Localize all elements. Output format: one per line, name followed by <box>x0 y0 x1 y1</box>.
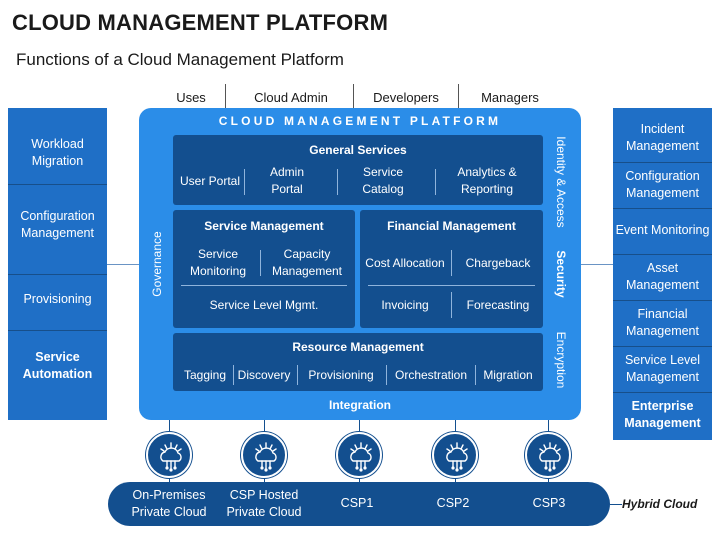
separator <box>435 169 436 195</box>
left-divider <box>8 330 107 331</box>
right-divider <box>613 254 712 255</box>
cloud-on-premises: On-Premises Private Cloud <box>131 487 207 520</box>
cost-allocation: Cost Allocation <box>365 255 445 270</box>
separator <box>368 285 535 286</box>
forecasting: Forecasting <box>466 297 530 312</box>
cloud-connector <box>548 478 549 484</box>
invoicing: Invoicing <box>381 297 429 312</box>
separator <box>451 292 452 318</box>
resource-management-title: Resource Management <box>292 340 424 354</box>
right-divider <box>613 162 712 163</box>
cloud-csp2: CSP2 <box>436 496 470 511</box>
right-connector <box>581 264 613 265</box>
hybrid-cloud-label: Hybrid Cloud <box>622 497 698 511</box>
right-divider <box>613 392 712 393</box>
left-item-configuration-management: Configuration Management <box>20 208 95 241</box>
cloud-deployment-bar <box>108 482 610 526</box>
right-divider <box>613 300 712 301</box>
separator <box>386 365 387 385</box>
user-separator <box>353 84 354 108</box>
right-function-column: Incident Management Configuration Manage… <box>613 108 712 440</box>
user-developers: Developers <box>373 89 439 105</box>
service-catalog: Service Catalog <box>362 165 404 196</box>
separator <box>181 285 347 286</box>
right-item-service-level-management: Service Level Management <box>624 352 701 385</box>
provisioning: Provisioning <box>308 367 374 382</box>
separator <box>244 169 245 195</box>
cloud-connector <box>548 420 549 432</box>
analytics-reporting: Analytics & Reporting <box>457 165 517 196</box>
user-uses: Uses <box>176 89 206 105</box>
right-item-incident-management: Incident Management <box>626 121 699 154</box>
left-item-provisioning: Provisioning <box>23 292 92 307</box>
cloud-connector <box>455 478 456 484</box>
cloud-network-icon <box>525 432 571 478</box>
separator <box>337 169 338 195</box>
service-management-title: Service Management <box>204 219 324 233</box>
cloud-connector <box>264 420 265 432</box>
user-managers: Managers <box>481 89 539 105</box>
chargeback: Chargeback <box>465 255 531 270</box>
encryption-label: Encryption <box>554 331 568 389</box>
right-item-asset-management: Asset Management <box>626 260 699 293</box>
separator <box>451 250 452 276</box>
hybrid-connector <box>610 504 622 505</box>
capacity-management: Capacity Management <box>271 247 343 278</box>
discovery: Discovery <box>237 367 291 382</box>
cloud-connector <box>359 420 360 432</box>
cloud-network-icon <box>146 432 192 478</box>
tagging: Tagging <box>183 367 227 382</box>
page-subtitle: Functions of a Cloud Management Platform <box>16 50 344 69</box>
separator <box>475 365 476 385</box>
cloud-connector <box>359 478 360 484</box>
user-separator <box>458 84 459 108</box>
migration: Migration <box>483 367 533 382</box>
general-services-panel: General Services User Portal Admin Porta… <box>173 135 543 205</box>
cloud-connector <box>455 420 456 432</box>
cloud-csp1: CSP1 <box>340 496 374 511</box>
right-item-configuration-management: Configuration Management <box>625 168 700 201</box>
cloud-network-icon <box>336 432 382 478</box>
right-item-event-monitoring: Event Monitoring <box>615 223 710 238</box>
cloud-network-icon <box>432 432 478 478</box>
cloud-csp-hosted: CSP Hosted Private Cloud <box>226 487 302 520</box>
separator <box>260 250 261 276</box>
left-item-service-automation: Service Automation <box>22 349 93 382</box>
financial-management-title: Financial Management <box>387 219 516 233</box>
cloud-network-icon <box>241 432 287 478</box>
left-function-column: Workload Migration Configuration Managem… <box>8 108 107 420</box>
service-monitoring: Service Monitoring <box>189 247 247 278</box>
right-divider <box>613 346 712 347</box>
resource-management-panel: Resource Management Tagging Discovery Pr… <box>173 333 543 391</box>
cloud-connector <box>264 478 265 484</box>
admin-portal: Admin Portal <box>269 165 304 196</box>
left-divider <box>8 184 107 185</box>
page-title: CLOUD MANAGEMENT PLATFORM <box>12 10 389 35</box>
service-management-panel: Service Management Service Monitoring Ca… <box>173 210 355 328</box>
cloud-connector <box>169 478 170 484</box>
right-item-financial-management: Financial Management <box>626 306 699 339</box>
right-divider <box>613 208 712 209</box>
left-item-workload-migration: Workload Migration <box>31 136 84 169</box>
financial-management-panel: Financial Management Cost Allocation Cha… <box>360 210 543 328</box>
user-portal: User Portal <box>179 173 241 188</box>
right-item-enterprise-management: Enterprise Management <box>624 398 701 431</box>
identity-access-label: Identity & Access <box>554 136 568 228</box>
cloud-connector <box>169 420 170 432</box>
general-services-title: General Services <box>309 143 407 157</box>
separator <box>297 365 298 385</box>
security-label: Security <box>554 250 568 298</box>
integration-label: Integration <box>329 398 391 412</box>
left-divider <box>8 274 107 275</box>
left-connector <box>107 264 139 265</box>
user-separator <box>225 84 226 108</box>
user-cloud-admin: Cloud Admin <box>254 89 328 105</box>
platform-title: CLOUD MANAGEMENT PLATFORM <box>218 114 502 128</box>
governance-label: Governance <box>150 231 164 297</box>
service-level-mgmt: Service Level Mgmt. <box>209 297 319 312</box>
orchestration: Orchestration <box>394 367 468 382</box>
cloud-csp3: CSP3 <box>532 496 566 511</box>
separator <box>233 365 234 385</box>
